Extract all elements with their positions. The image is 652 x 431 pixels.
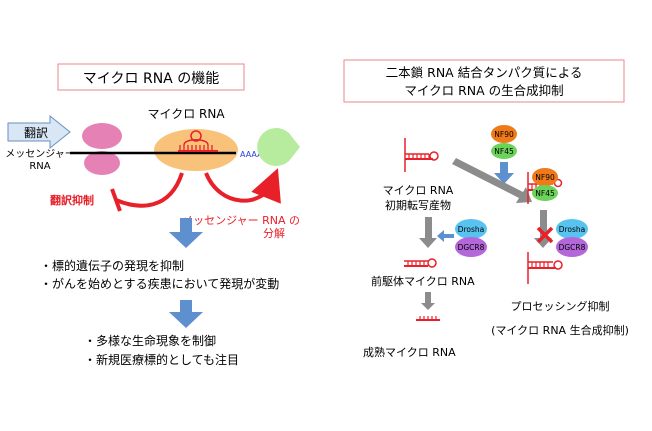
bullet-2-1: ・多様な生命現象を制御 [84,333,216,348]
left-title-box [57,63,245,91]
inhibition-cross-icon [536,226,554,244]
translation-arrow [7,114,71,150]
bullet-1-1: ・標的遺伝子の発現を抑制 [40,258,184,273]
left-title: マイクロ RNA の機能 [83,71,219,87]
dgcr8-left [455,237,487,257]
nf45-top [491,143,517,159]
degradation-arrow [204,168,281,204]
mirna-label: マイクロ RNA [147,107,225,121]
mature-label: 成熟マイクロ RNA [363,345,456,359]
precursor-hairpin [404,258,437,268]
down-arrow-2 [169,300,203,328]
primary-label-line2: 初期転写産物 [385,198,451,212]
nf45-bound-label: NF45 [535,189,555,198]
down-arrow-1 [169,218,203,248]
translation-label: 翻訳 [24,125,48,140]
processing-label-line1: プロセッシング抑制 [511,299,610,313]
right-title-line1: 二本鎖 RNA 結合タンパク質による [386,65,583,80]
dicer-arrow [421,292,435,310]
nf90-top-label: NF90 [494,130,514,139]
right-title-line2: マイクロ RNA の生合成抑制 [404,83,563,98]
nf45-bound [532,185,558,201]
repression-bar [110,188,122,212]
mrna-label-line2: RNA [29,161,50,172]
nf45-top-label: NF45 [494,147,514,156]
dgcr8-right [556,237,588,257]
mature-mirna [416,316,440,321]
ribosome-large [82,123,122,149]
nf90-top [491,125,517,143]
right-title-box [343,59,625,103]
precursor-label: 前駆体マイクロ RNA [371,274,475,288]
nf90-bound [532,168,558,186]
drosha-action-arrow [437,230,454,242]
polya-tail: AAAAAA [240,150,274,159]
bullet-1-2: ・がんを始めとする疾患において発現が変動 [40,276,279,291]
ribosome-small [84,151,120,175]
dgcr8-right-label: DGCR8 [559,243,586,252]
mirna-hairpin-left [178,130,218,152]
degradation-label-line2: 分解 [263,226,285,240]
dgcr8-left-label: DGCR8 [458,243,485,252]
drosha-right [556,219,588,239]
degradation-enzyme [257,128,300,166]
nf90-bound-label: NF90 [535,173,555,182]
processing-arrow-left [419,217,437,248]
degradation-label-line1: メッセンジャー RNA の [182,214,300,227]
mrna-label-line1: メッセンジャー [5,148,75,160]
bullet-2-2: ・新規医療標的としても注目 [84,352,239,367]
repression-curve [115,172,184,208]
primary-label-line1: マイクロ RNA [383,184,454,197]
drosha-right-label: Drosha [559,225,586,234]
binding-arrow [494,162,514,184]
drosha-left [455,219,487,239]
repression-label: 翻訳抑制 [50,193,94,207]
processing-label-line2: (マイクロ RNA 生合成抑制) [491,323,629,337]
drosha-left-label: Drosha [458,225,485,234]
unprocessed-hairpin [527,252,563,284]
primary-hairpin [404,138,439,172]
diagonal-arrow [452,158,532,203]
